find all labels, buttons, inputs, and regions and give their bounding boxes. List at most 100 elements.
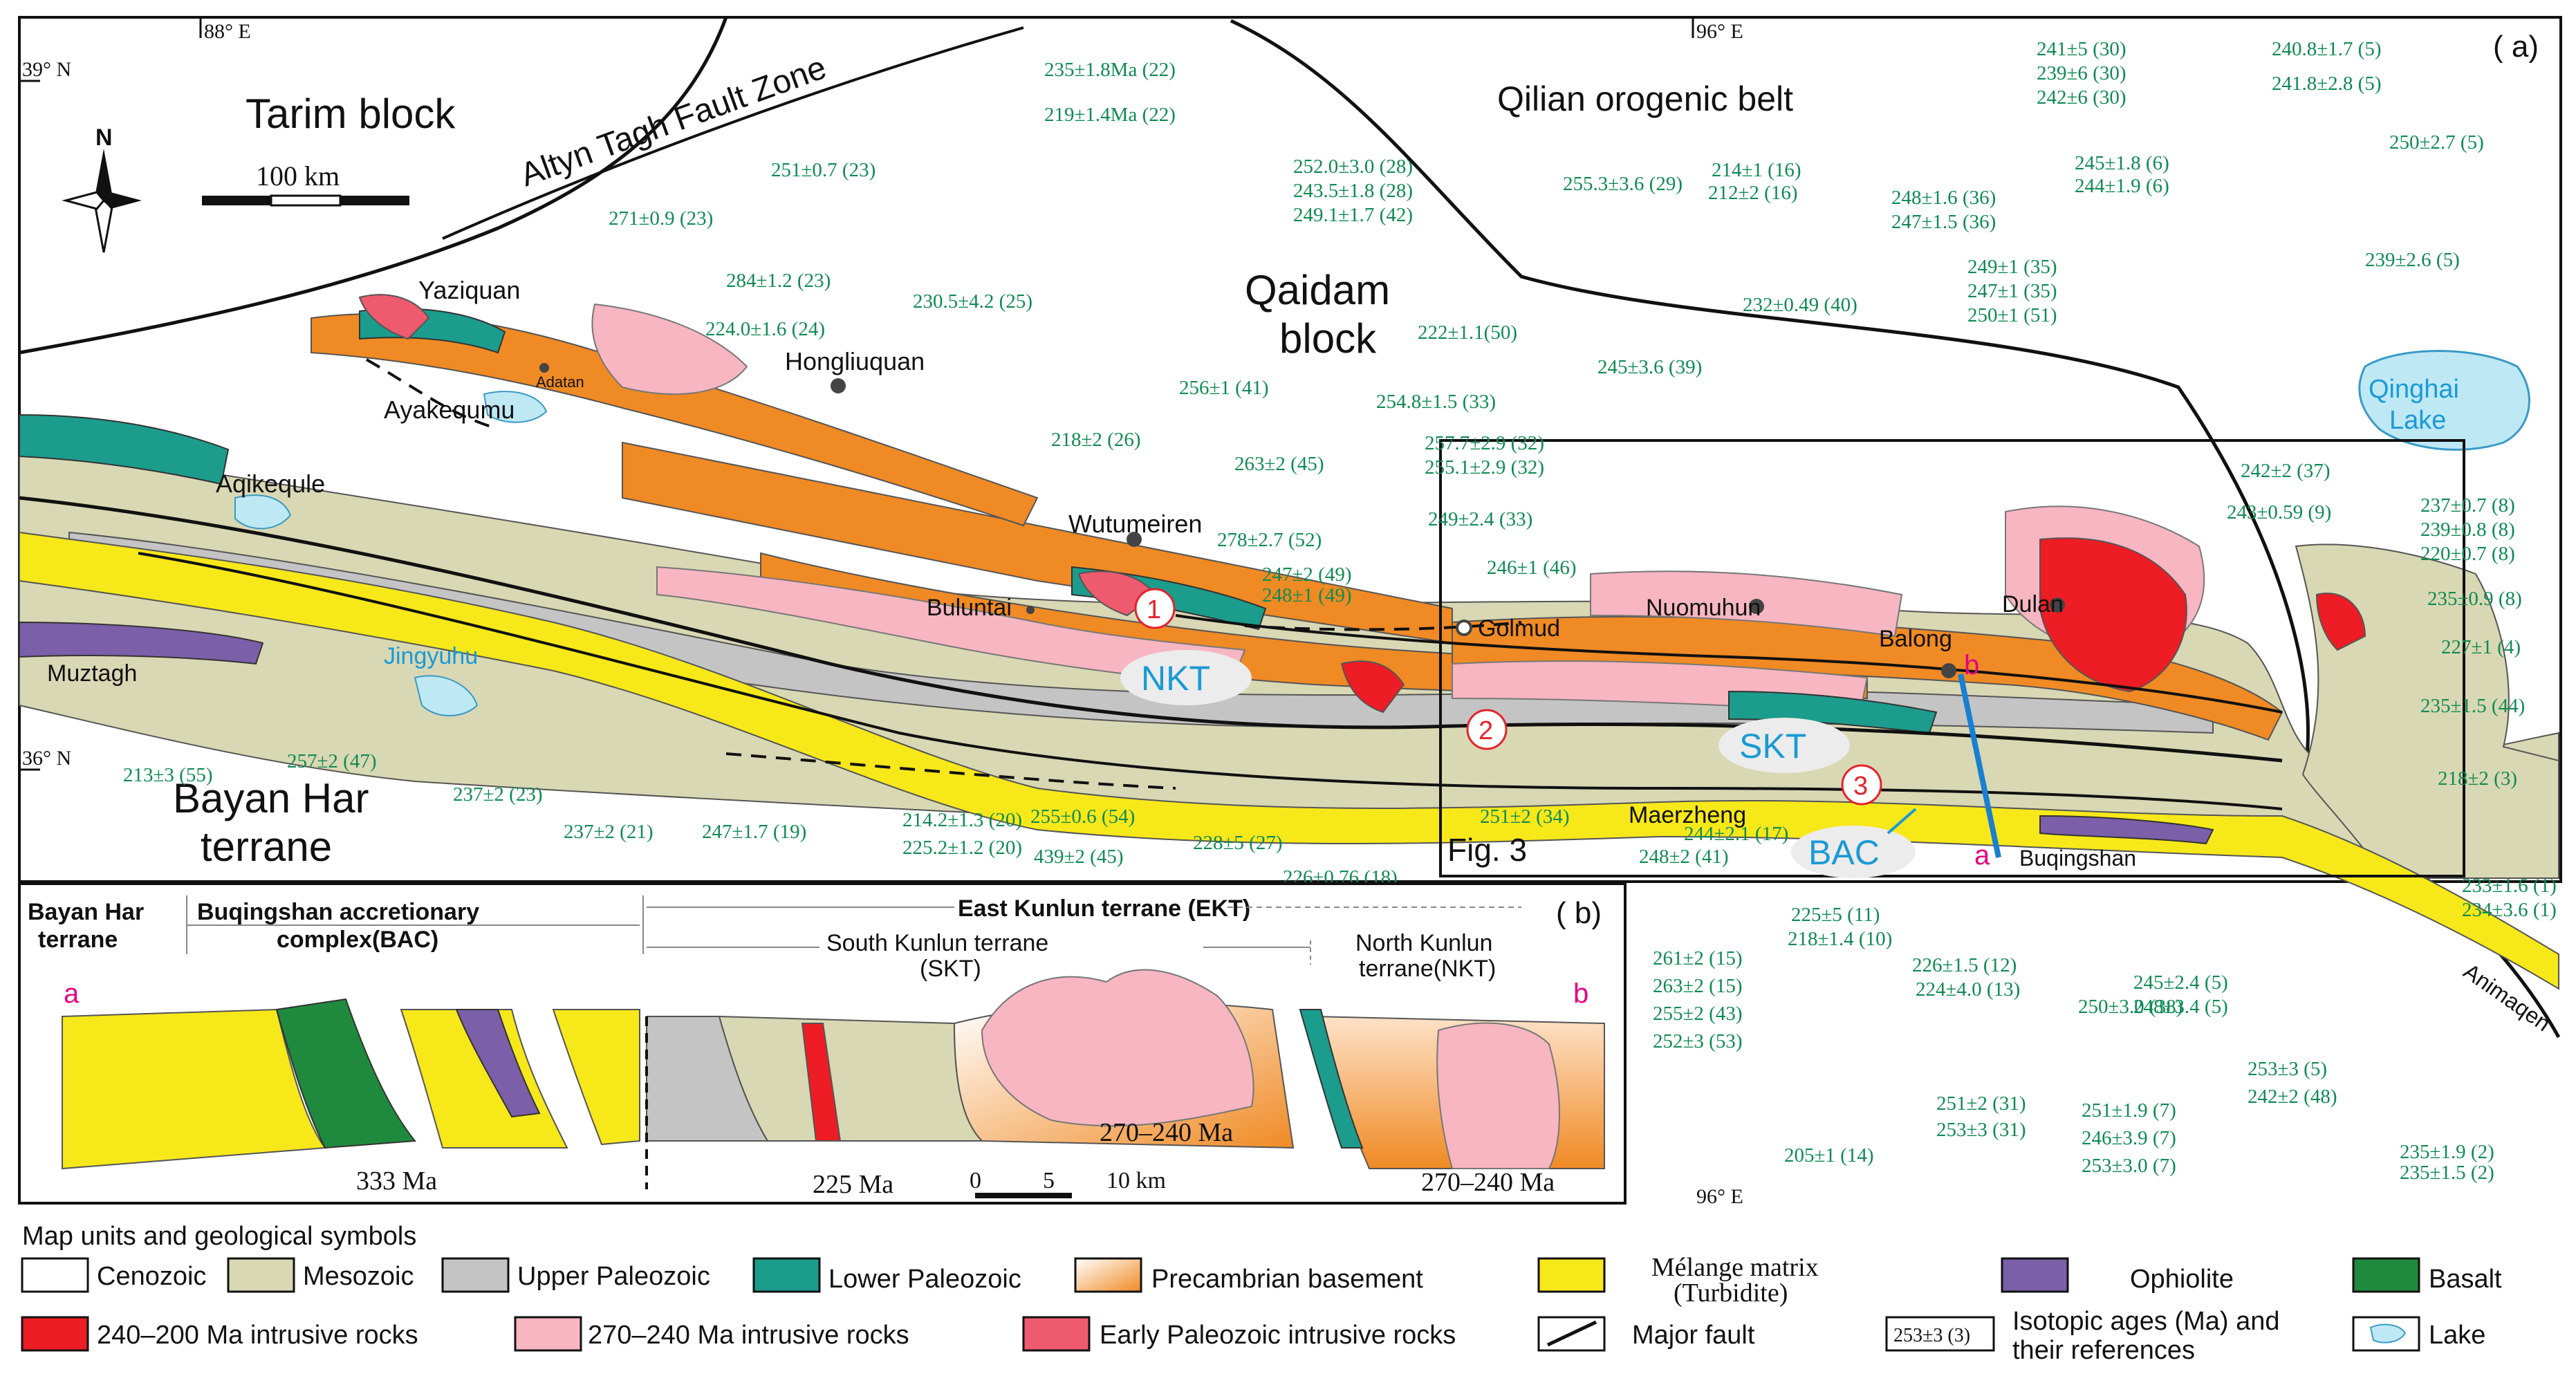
sec-pink-dome [981,969,1254,1127]
north-label: N [95,124,113,151]
label-bayan-2: terrane [201,824,332,870]
red-intrusive-east [2039,537,2187,693]
sec-nkt-2: terrane(NKT) [1359,956,1496,982]
pink-intrusive-5 [1590,570,1903,638]
legend-label-melange-1: Mélange matrix [1651,1253,1819,1282]
age-label: 241.8±2.8 (5) [2272,73,2381,95]
age-label: 278±2.7 (52) [1217,529,1322,551]
dot-dulan [2050,597,2065,613]
age-label: 247±1.7 (19) [702,821,806,843]
panel-b-section: ( b) Bayan Har terrane Buqingshan accret… [18,882,1627,1205]
age-label: 213±3 (55) [123,764,212,786]
bac-tag-bg [1791,826,1916,878]
age-label: 271±0.9 (23) [609,207,713,230]
age-label: 251±2 (34) [1480,806,1569,828]
age-labels: 235±1.8Ma (22) 219±1.4Ma (22) 251±0.7 (23)… [123,38,2557,1184]
age-label: 224±4.0 (13) [1916,978,2020,1001]
sec-mesozoic [718,1015,984,1142]
dashed-fault-1 [1244,621,1522,631]
sec-age-333: 333 Ma [356,1166,437,1196]
age-label: 226±1.5 (12) [1912,954,2017,976]
age-label: 228±5 (27) [1193,832,1282,854]
sec-scale-bar [975,1193,1072,1198]
place-buluntai: Buluntai [927,595,1012,621]
legend-swatch-lower-paleozoic [752,1257,821,1293]
label-bayan-1: Bayan Har [173,775,369,821]
place-dulan: Dulan [2002,591,2064,617]
age-label: 214±1 (16) [1712,159,1801,181]
age-label: 239±2.6 (5) [2365,249,2460,271]
label-jingyuhu: Jingyuhu [384,643,478,669]
age-label: 253±3.0 (7) [2082,1155,2176,1177]
label-coord-39: 39° N [22,58,71,81]
circled-1: 1 [1147,595,1161,624]
place-adatan: Adatan [536,373,584,391]
sec-scale-10: 10 km [1106,1168,1166,1193]
age-label: 248±1 (49) [1262,584,1351,606]
age-label: 235±1.8Ma (22) [1044,59,1176,81]
age-label: 242±2 (37) [2241,460,2330,482]
panel-a-map: N 100 km 1 2 3 NKT SKT BAC 88° E [18,16,2562,1208]
label-qilian: Qilian orogenic belt [1497,80,1793,118]
legend-label-basalt: Basalt [2429,1265,2502,1294]
circled-2: 2 [1479,716,1493,745]
dashed-fault-2 [725,752,1176,790]
age-label: 250±2.7 (5) [2389,131,2484,154]
age-label: 251±0.7 (23) [771,159,875,181]
sec-bayan-1: Bayan Har [28,899,144,925]
age-label: 205±1 (14) [1784,1144,1873,1166]
age-label: 250±1 (51) [1967,304,2057,326]
age-label: 248±2 (41) [1639,846,1728,868]
legend-label-fault: Major fault [1632,1321,1755,1350]
age-label: 237±0.7 (8) [2420,494,2515,517]
place-buqingshan: Buqingshan [2019,846,2136,871]
age-label: 244±2.1 (17) [1684,823,1788,845]
sec-scale-5: 5 [1043,1168,1055,1193]
age-label: 234±3.6 (1) [2462,899,2557,921]
age-label: 253±3 (5) [2248,1058,2327,1080]
panel-a-label: ( a) [2493,30,2539,64]
lower-paleozoic-1 [19,413,230,485]
lake-jingyuhu [414,675,479,716]
legend-label-lake: Lake [2429,1321,2485,1350]
nkt-tag-bg [1120,650,1252,705]
sec-red-225 [801,1023,842,1142]
legend-label-240-200: 240–200 Ma intrusive rocks [97,1321,418,1350]
sec-bayan-2: terrane [38,927,118,953]
red-intrusive-3 [2315,593,2366,651]
sec-skt-1: South Kunlun terrane [826,930,1048,956]
label-tarim: Tarim block [245,91,456,137]
age-label: 248±1.6 (36) [1891,187,1996,209]
age-label: 235±0.9 (8) [2427,588,2522,610]
legend-swatch-precambrian [1074,1257,1142,1293]
sec-letter-b: b [1573,978,1588,1009]
age-label: 252.0±3.0 (28) [1293,156,1413,178]
qaidam-boundary [19,17,728,355]
legend-label-upper-paleozoic: Upper Paleozoic [517,1262,710,1291]
label-coord-36: 36° N [22,747,71,770]
legend-swatch-basalt [2352,1257,2420,1293]
section-line-ab [1958,673,2001,858]
age-label: 245±3.6 (39) [1597,356,1702,378]
age-label: 247±1 (35) [1967,280,2057,302]
sec-nkt-1: North Kunlun [1355,930,1492,956]
circled-2-marker [1466,709,1508,750]
age-label: 263±2 (45) [1234,453,1324,475]
age-label: 263±2 (15) [1653,975,1742,997]
sec-skt-2: (SKT) [920,956,981,982]
age-label: 225.2±1.2 (20) [902,837,1022,859]
altyn-fault-line [442,26,1024,240]
sec-age-270b: 270–240 Ma [1421,1168,1555,1197]
bac-tag: BAC [1808,833,1880,872]
age-label: 219±1.4Ma (22) [1044,104,1176,126]
nkt-tag: NKT [1141,659,1210,698]
legend-label-270-240: 270–240 Ma intrusive rocks [588,1321,909,1350]
sec-bac-1: Buqingshan accretionary [197,899,479,925]
sec-basalt [275,998,416,1149]
legend-swatch-270-240 [514,1316,582,1352]
skt-tag-bg [1718,718,1850,773]
age-label: 243.5±1.8 (28) [1293,180,1413,202]
label-qinghai-2: Lake [2389,406,2446,435]
age-label: 256±1 (41) [1179,377,1268,399]
age-label: 247±1.5 (36) [1891,211,1996,233]
